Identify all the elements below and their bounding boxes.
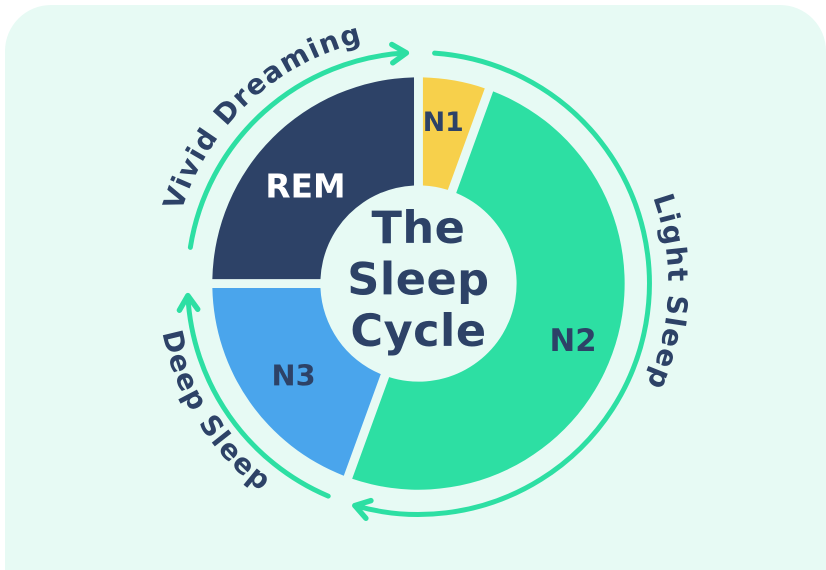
cycle-arrow-arc (187, 50, 409, 250)
donut-segments (212, 77, 625, 490)
center-title-line-2: Sleep (347, 253, 489, 305)
segment-n1 (422, 77, 485, 190)
cycle-arrowhead-icon (176, 292, 201, 313)
segment-label-n3: N3 (272, 359, 316, 393)
infographic-card: N1 N2 N3 REM The Sleep Cycle Vivid Dream… (5, 5, 826, 570)
center-title-line-3: Cycle (350, 305, 486, 357)
segment-rem (212, 77, 415, 280)
cycle-arrow-ring (176, 41, 652, 521)
segment-n2 (352, 91, 625, 490)
sleep-cycle-diagram: N1 N2 N3 REM The Sleep Cycle Vivid Dream… (155, 17, 693, 521)
cycle-arrowhead-icon (352, 497, 374, 521)
segment-label-n1: N1 (423, 107, 464, 138)
center-title: The Sleep Cycle (347, 202, 489, 357)
segment-labels: N1 N2 N3 REM (265, 107, 596, 393)
segment-n3 (212, 287, 381, 476)
segment-label-rem: REM (265, 167, 345, 205)
cycle-arrow-arc (352, 50, 652, 517)
segment-label-n2: N2 (550, 323, 597, 359)
center-title-line-1: The (372, 202, 466, 254)
cycle-arrow-arc (185, 293, 331, 499)
cycle-arrowhead-icon (389, 41, 410, 66)
